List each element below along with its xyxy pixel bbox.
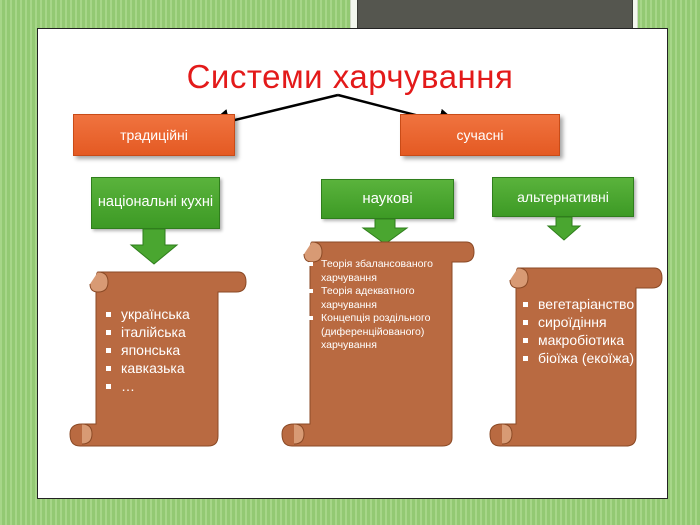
list-item: сироїдіння bbox=[520, 313, 635, 331]
list-item: кавказька bbox=[103, 359, 233, 377]
subcategory-scientific: наукові bbox=[321, 179, 454, 219]
list-scientific: Теорія збалансованого харчування Теорія … bbox=[307, 258, 447, 353]
down-arrow-icon bbox=[129, 229, 179, 265]
list-item: біоїжа (екоїжа) bbox=[520, 349, 635, 367]
list-item: українська bbox=[103, 305, 233, 323]
list-item: Теорія збалансованого харчування bbox=[307, 258, 447, 285]
list-item: японська bbox=[103, 341, 233, 359]
category-modern: сучасні bbox=[400, 114, 560, 156]
down-arrow-icon bbox=[361, 219, 409, 245]
subcategory-national: національні кухні bbox=[91, 177, 220, 229]
scroll-shape bbox=[489, 267, 663, 447]
category-traditional: традиційні bbox=[73, 114, 235, 156]
list-item: Теорія адекватного харчування bbox=[307, 285, 447, 312]
list-item: макробіотика bbox=[520, 331, 635, 349]
scroll-shape bbox=[69, 271, 247, 447]
diagram-title: Системи харчування bbox=[186, 58, 514, 95]
down-arrow-icon bbox=[546, 217, 582, 241]
list-item: Концепція роздільного (диференційованого… bbox=[307, 312, 447, 353]
list-item: вегетаріанство bbox=[520, 295, 635, 313]
list-item: італійська bbox=[103, 323, 233, 341]
list-alternative: вегетаріанство сироїдіння макробіотика б… bbox=[520, 295, 635, 367]
scroll-shape bbox=[281, 241, 475, 447]
list-national: українська італійська японська кавказька… bbox=[103, 305, 233, 395]
list-item: … bbox=[103, 377, 233, 395]
subcategory-alternative: альтернативні bbox=[492, 177, 634, 217]
